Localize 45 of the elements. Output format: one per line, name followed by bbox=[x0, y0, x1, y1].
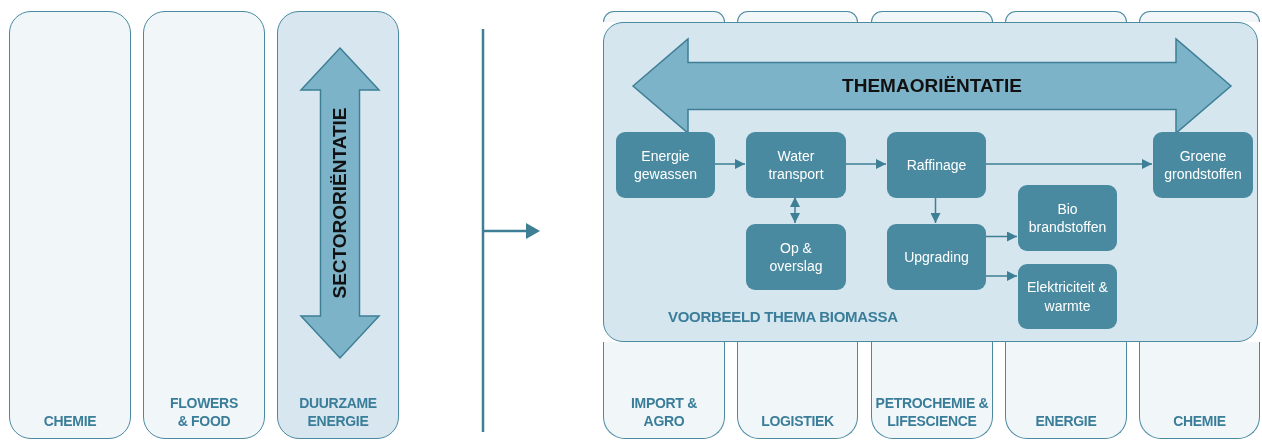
process-box bbox=[1018, 264, 1117, 329]
sector-column bbox=[603, 342, 725, 439]
horizontal-double-arrow bbox=[633, 39, 1231, 133]
process-box bbox=[1018, 185, 1117, 251]
process-label: Water transport bbox=[767, 146, 825, 184]
sector-column bbox=[9, 11, 131, 439]
process-box bbox=[1153, 132, 1253, 198]
process-label: Elektriciteit & warmte bbox=[1026, 278, 1109, 315]
vertical-double-arrow bbox=[301, 48, 379, 358]
orientation-label: SECTORORIËNTATIE bbox=[329, 107, 351, 299]
sector-label: FLOWERS & FOOD bbox=[169, 395, 239, 430]
process-label: Raffinage bbox=[906, 155, 967, 175]
sector-label: DUURZAME ENERGIE bbox=[298, 395, 378, 430]
process-box bbox=[616, 132, 715, 198]
arrow bbox=[713, 159, 746, 169]
arrow bbox=[790, 196, 800, 224]
orientation-label: THEMAORIËNTATIE bbox=[842, 75, 1022, 97]
process-box bbox=[887, 224, 986, 290]
process-box bbox=[746, 132, 846, 198]
sector-label: LOGISTIEK bbox=[760, 412, 835, 430]
arrow bbox=[984, 231, 1018, 242]
process-label: Energie gewassen bbox=[632, 146, 698, 184]
sector-column bbox=[1005, 342, 1127, 439]
sector-column bbox=[737, 342, 858, 439]
sector-column bbox=[143, 11, 265, 439]
process-label: Groene grondstoffen bbox=[1163, 146, 1243, 184]
arrow bbox=[984, 159, 1153, 169]
sector-label: ENERGIE bbox=[1034, 412, 1098, 430]
sector-label: CHEMIE bbox=[1172, 412, 1227, 430]
arrow bbox=[984, 271, 1018, 281]
sector-label: PETROCHEMIE & LIFESCIENCE bbox=[874, 395, 990, 430]
arrow bbox=[844, 159, 887, 169]
panel-title: VOORBEELD THEMA BIOMASSA bbox=[668, 308, 898, 325]
sector-label: CHEMIE bbox=[42, 412, 98, 430]
arrow bbox=[930, 196, 941, 224]
sector-column bbox=[277, 11, 399, 439]
theme-panel bbox=[603, 22, 1258, 342]
process-box bbox=[887, 132, 986, 198]
sector-column bbox=[1139, 342, 1260, 439]
sector-label: IMPORT & AGRO bbox=[629, 395, 698, 430]
process-label: Op & overslag bbox=[768, 238, 824, 276]
process-box bbox=[746, 224, 846, 290]
process-label: Upgrading bbox=[904, 247, 969, 267]
sector-column bbox=[871, 342, 993, 439]
process-label: Bio brandstoffen bbox=[1027, 199, 1108, 237]
